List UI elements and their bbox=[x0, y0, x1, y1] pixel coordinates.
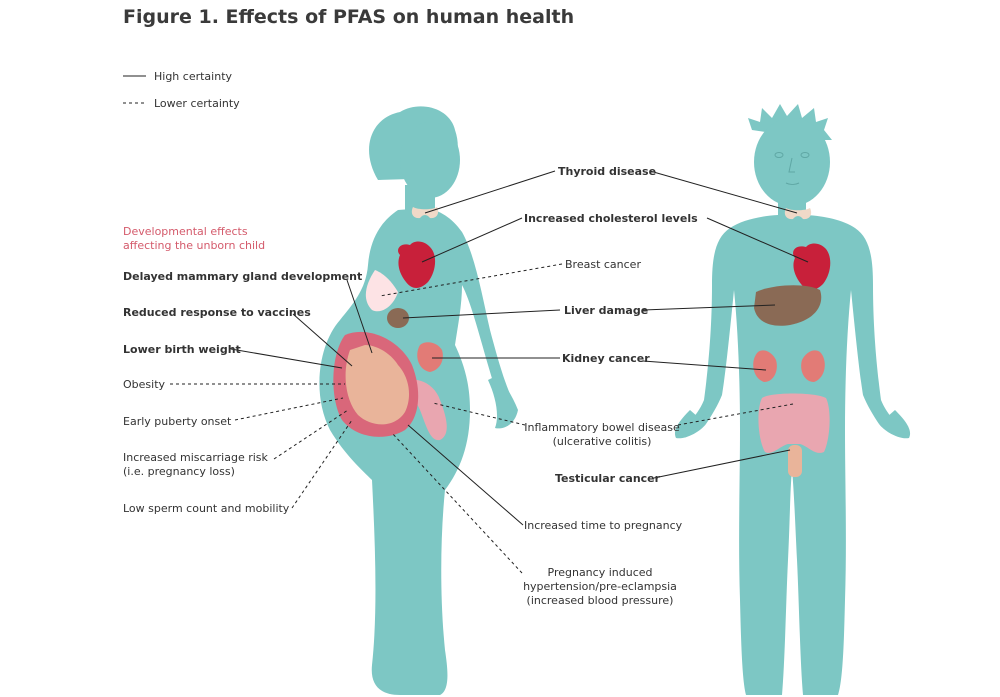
label-ibd-line1: Inflammatory bowel disease bbox=[524, 421, 680, 434]
label-kidney: Kidney cancer bbox=[562, 352, 650, 365]
male-intestine bbox=[758, 393, 830, 453]
label-cholesterol: Increased cholesterol levels bbox=[524, 212, 698, 225]
female-body bbox=[319, 106, 518, 695]
male-liver bbox=[754, 285, 822, 326]
label-vaccines: Reduced response to vaccines bbox=[123, 306, 311, 319]
line-kidney-male bbox=[642, 360, 767, 371]
label-time-pregnancy: Increased time to pregnancy bbox=[524, 519, 683, 532]
line-puberty bbox=[234, 397, 344, 421]
male-body bbox=[674, 104, 911, 695]
label-liver: Liver damage bbox=[564, 304, 648, 317]
male-kidney-left bbox=[753, 350, 777, 382]
female-kidney bbox=[417, 342, 443, 372]
male-kidney-right bbox=[801, 350, 825, 382]
developmental-heading-line1: Developmental effects bbox=[123, 225, 248, 238]
label-miscarriage-line1: Increased miscarriage risk bbox=[123, 451, 269, 464]
line-sperm bbox=[291, 419, 353, 509]
line-birth-weight bbox=[230, 348, 343, 369]
figure-title: Figure 1. Effects of PFAS on human healt… bbox=[123, 6, 574, 28]
legend-lower-certainty: Lower certainty bbox=[154, 97, 240, 110]
female-head bbox=[400, 122, 460, 198]
line-ibd-male bbox=[677, 403, 794, 426]
label-testicular: Testicular cancer bbox=[555, 472, 661, 485]
male-right-hand bbox=[879, 410, 911, 439]
female-heart bbox=[398, 241, 436, 288]
line-cholesterol-male bbox=[706, 217, 809, 263]
female-liver bbox=[387, 308, 409, 328]
fetus-head bbox=[366, 351, 384, 369]
line-time-pregnancy bbox=[407, 424, 524, 526]
male-heart bbox=[793, 243, 831, 290]
labels-left: Developmental effects affecting the unbo… bbox=[123, 225, 362, 515]
line-thyroid-male bbox=[649, 170, 798, 214]
male-face bbox=[774, 152, 810, 185]
label-ibd-line2: (ulcerative colitis) bbox=[553, 435, 652, 448]
fetus bbox=[345, 345, 410, 425]
label-hypertension-line1: Pregnancy induced bbox=[548, 566, 653, 579]
line-ibd-female bbox=[432, 402, 526, 426]
line-hypertension bbox=[391, 432, 523, 574]
legend: High certainty Lower certainty bbox=[123, 70, 240, 110]
female-breast bbox=[365, 270, 398, 312]
developmental-heading-line2: affecting the unborn child bbox=[123, 239, 265, 252]
label-hypertension-line2: hypertension/pre-eclampsia bbox=[523, 580, 677, 593]
label-mammary: Delayed mammary gland development bbox=[123, 270, 362, 283]
line-vaccines bbox=[292, 313, 353, 367]
connectors bbox=[170, 170, 809, 574]
line-liver-male bbox=[642, 304, 776, 311]
female-hand bbox=[488, 375, 518, 429]
line-mammary bbox=[346, 279, 373, 354]
line-miscarriage bbox=[273, 409, 349, 460]
label-sperm: Low sperm count and mobility bbox=[123, 502, 290, 515]
male-thyroid bbox=[784, 208, 812, 220]
line-thyroid-female bbox=[424, 170, 556, 214]
legend-high-certainty: High certainty bbox=[154, 70, 233, 83]
line-cholesterol-female bbox=[421, 217, 523, 263]
label-obesity: Obesity bbox=[123, 378, 166, 391]
line-testicular bbox=[653, 449, 791, 479]
label-thyroid: Thyroid disease bbox=[558, 165, 656, 178]
label-miscarriage-line2: (i.e. pregnancy loss) bbox=[123, 465, 235, 478]
male-testis bbox=[788, 445, 802, 477]
line-breast bbox=[379, 263, 563, 297]
male-head bbox=[754, 118, 830, 206]
label-birth-weight: Lower birth weight bbox=[123, 343, 241, 356]
labels-center: Thyroid disease Increased cholesterol le… bbox=[523, 165, 698, 607]
label-breast: Breast cancer bbox=[565, 258, 641, 271]
female-torso bbox=[319, 208, 515, 695]
label-hypertension-line3: (increased blood pressure) bbox=[527, 594, 674, 607]
line-liver-female bbox=[402, 309, 561, 319]
label-puberty: Early puberty onset bbox=[123, 415, 232, 428]
male-left-hand bbox=[674, 410, 706, 439]
